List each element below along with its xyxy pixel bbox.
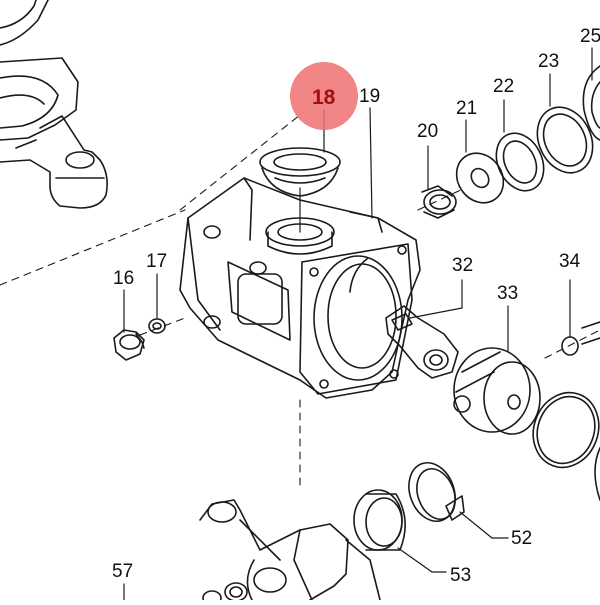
part-53-fitting xyxy=(353,489,406,551)
part-23-ring xyxy=(536,106,594,174)
part-label-53: 53 xyxy=(450,565,472,586)
part-label-22: 22 xyxy=(493,76,515,97)
part-label-20: 20 xyxy=(417,121,439,142)
part-52-clamp xyxy=(408,462,465,522)
part-25-cover xyxy=(582,65,600,141)
part-20-bearing xyxy=(421,185,457,219)
highlight-marker xyxy=(290,62,358,130)
part-label-16: 16 xyxy=(113,268,135,289)
manifold xyxy=(199,499,381,601)
part-label-32: 32 xyxy=(452,255,474,276)
part-label-21: 21 xyxy=(456,98,478,119)
part-label-52: 52 xyxy=(511,528,533,549)
part-label-25: 25 xyxy=(580,26,600,47)
part-label-17: 17 xyxy=(146,251,168,272)
part-18-seal xyxy=(259,147,341,197)
upper-left-component xyxy=(0,0,108,209)
large-oring xyxy=(532,391,600,501)
assembly-lines xyxy=(0,114,600,491)
part-label-34: 34 xyxy=(559,251,581,272)
part-34-clip xyxy=(561,321,600,356)
part-label-23: 23 xyxy=(538,51,560,72)
part-22-ring xyxy=(495,132,545,192)
part-label-33: 33 xyxy=(497,283,519,304)
part-32-rod xyxy=(385,305,459,379)
leader-lines xyxy=(123,47,593,601)
part-17-oring xyxy=(148,318,166,334)
highlighted-part-label: 18 xyxy=(312,86,336,109)
part-33-piston xyxy=(453,347,541,435)
part-16-plug xyxy=(113,329,145,361)
part-57-rings xyxy=(202,582,248,605)
part-label-19: 19 xyxy=(359,86,381,107)
part-label-57: 57 xyxy=(112,561,134,582)
